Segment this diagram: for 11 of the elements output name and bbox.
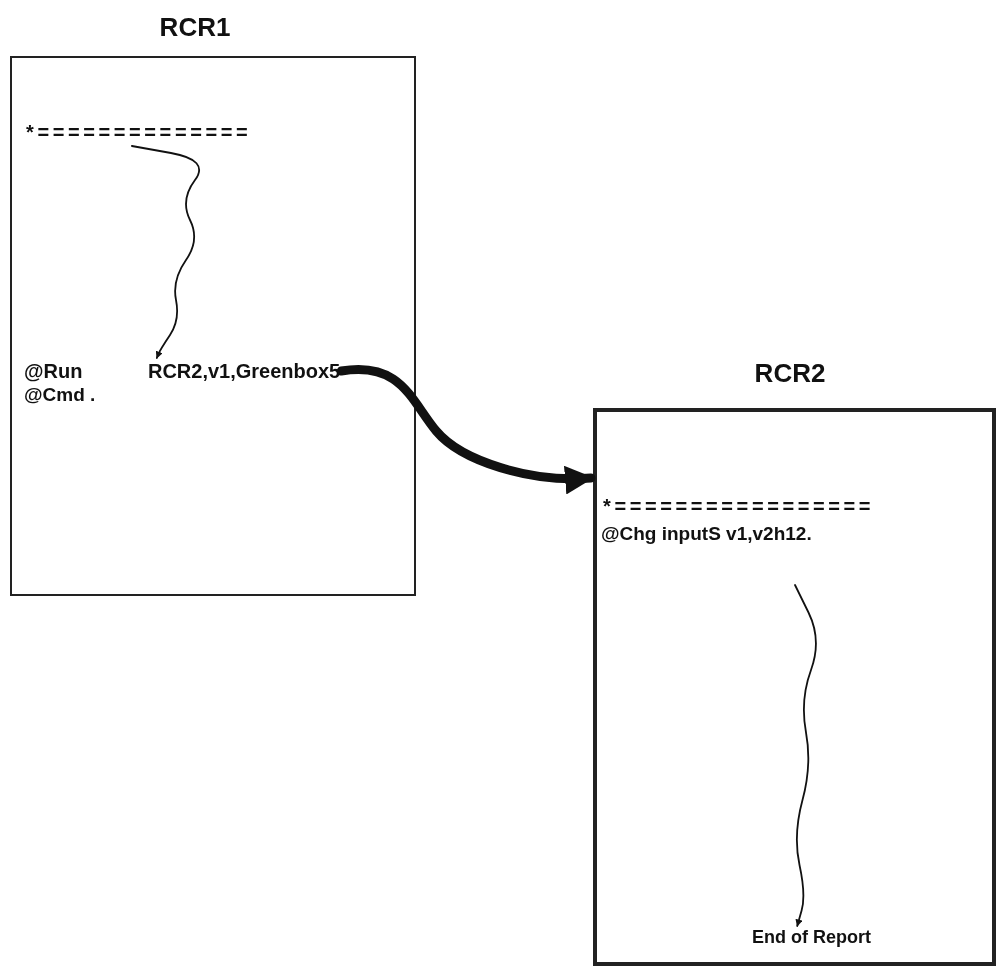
thick-arrow [336,365,596,494]
separator-line-text: *================= [603,494,875,518]
wavy-arrow [794,584,817,927]
box-heading: RCR1 [159,12,231,43]
end-text: End of Report [752,927,871,949]
command-text: @Chg inputS v1,v2h12. [601,523,812,546]
separator-line-text: *============== [26,120,252,144]
command-text: @Run RCR2,v1,Greenbox5 [24,359,341,383]
box-heading: RCR2 [754,358,826,389]
command-text: @Cmd . [24,384,96,407]
wavy-arrow [131,145,200,359]
